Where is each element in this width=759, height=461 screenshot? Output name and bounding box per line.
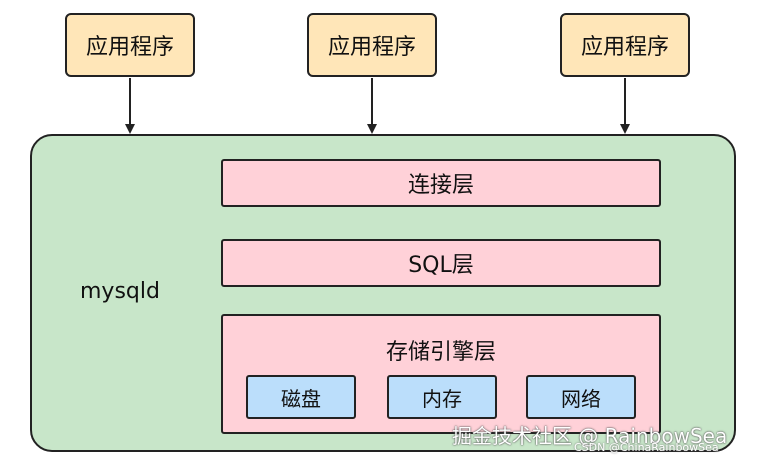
application-box-2: 应用程序 xyxy=(307,13,437,77)
memory-label: 内存 xyxy=(422,386,462,411)
sql-layer-label: SQL层 xyxy=(408,253,474,278)
watermark-sub: CSDN @ChinaRainbowSea xyxy=(574,441,719,454)
disk-box: 磁盘 xyxy=(246,375,356,419)
application-label: 应用程序 xyxy=(580,35,669,60)
disk-label: 磁盘 xyxy=(281,386,321,411)
network-label: 网络 xyxy=(561,386,601,411)
application-label: 应用程序 xyxy=(327,35,416,60)
server-label: mysqld xyxy=(80,279,160,304)
application-label: 应用程序 xyxy=(85,35,174,60)
memory-box: 内存 xyxy=(387,375,497,419)
storage-engine-label: 存储引擎层 xyxy=(385,340,496,365)
connection-layer: 连接层 xyxy=(221,159,661,207)
sql-layer: SQL层 xyxy=(221,239,661,287)
watermark-main: 掘金技术社区 @ RainbowSea xyxy=(452,424,728,448)
application-box-1: 应用程序 xyxy=(65,13,195,77)
storage-engine-layer: 存储引擎层 磁盘 内存 网络 xyxy=(221,314,661,434)
network-box: 网络 xyxy=(526,375,636,419)
connection-layer-label: 连接层 xyxy=(407,173,474,198)
application-box-3: 应用程序 xyxy=(560,13,690,77)
